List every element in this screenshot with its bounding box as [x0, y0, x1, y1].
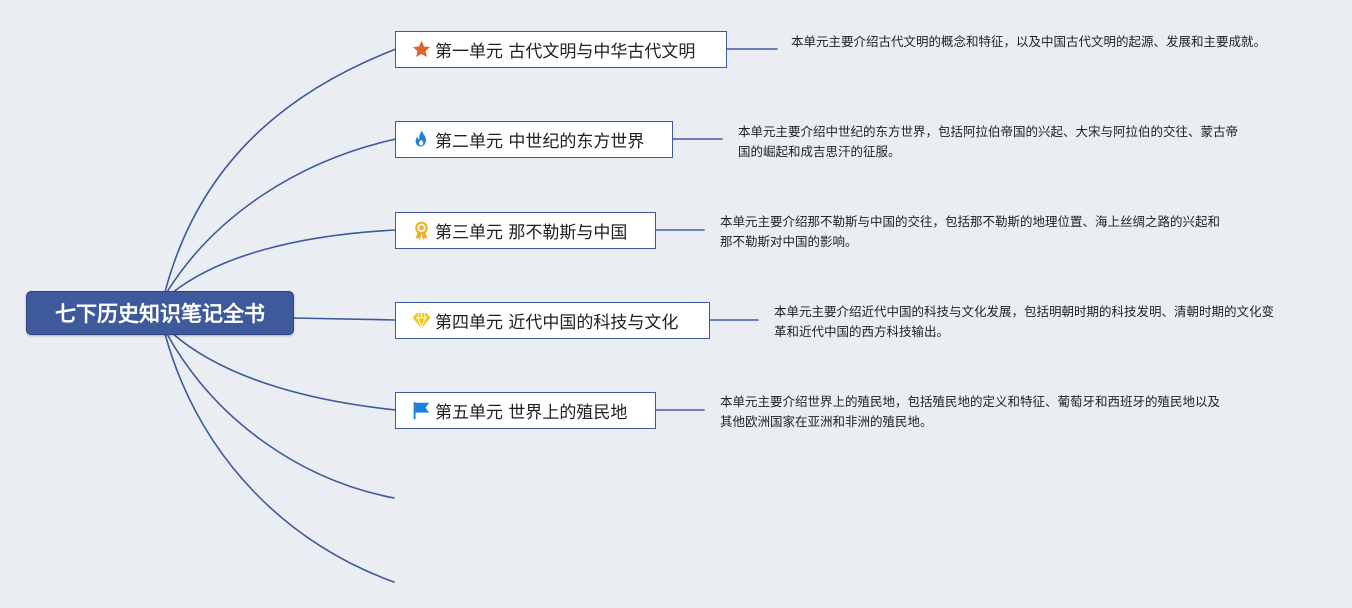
- branch-connector-4: [291, 317, 397, 321]
- unit-description-2: 本单元主要介绍中世纪的东方世界，包括阿拉伯帝国的兴起、大宋与阿拉伯的交往、蒙古帝…: [738, 124, 1239, 159]
- unit-title-3: 第三单元 那不勒斯与中国: [435, 223, 628, 243]
- unit-description-4: 本单元主要介绍近代中国的科技与文化发展，包括明朝时期的科技发明、清朝时期的文化变…: [774, 304, 1275, 339]
- branch-connector-3: [171, 229, 397, 294]
- unit-node-5[interactable]: 第五单元 世界上的殖民地: [395, 392, 656, 429]
- unit-node-1[interactable]: 第一单元 古代文明与中华古代文明: [395, 31, 727, 68]
- unit-description-1: 本单元主要介绍古代文明的概念和特征，以及中国古代文明的起源、发展和主要成就。: [791, 34, 1267, 49]
- branch-connector-6: [166, 333, 395, 499]
- branch-connector-5: [171, 332, 397, 411]
- flame-icon: [411, 129, 432, 150]
- diamond-icon: [411, 310, 432, 331]
- unit-description-5: 本单元主要介绍世界上的殖民地，包括殖民地的定义和特征、葡萄牙和西班牙的殖民地以及…: [720, 394, 1221, 429]
- unit-title-2: 第二单元 中世纪的东方世界: [435, 132, 645, 152]
- root-topic-title: 七下历史知识笔记全书: [55, 302, 265, 326]
- root-topic[interactable]: 七下历史知识笔记全书: [26, 291, 294, 335]
- unit-node-2[interactable]: 第二单元 中世纪的东方世界: [395, 121, 673, 158]
- flag-icon: [411, 400, 432, 421]
- unit-description-3: 本单元主要介绍那不勒斯与中国的交往，包括那不勒斯的地理位置、海上丝绸之路的兴起和…: [720, 214, 1221, 249]
- unit-title-1: 第一单元 古代文明与中华古代文明: [435, 42, 696, 62]
- branch-connector-2: [166, 138, 397, 293]
- unit-title-5: 第五单元 世界上的殖民地: [435, 403, 628, 423]
- unit-node-3[interactable]: 第三单元 那不勒斯与中国: [395, 212, 656, 249]
- unit-node-4[interactable]: 第四单元 近代中国的科技与文化: [395, 302, 710, 339]
- branch-connector-1: [164, 48, 397, 293]
- unit-title-4: 第四单元 近代中国的科技与文化: [435, 313, 679, 333]
- branch-connector-7: [164, 333, 395, 583]
- star-icon: [411, 39, 432, 60]
- award-ribbon-icon: [411, 220, 432, 241]
